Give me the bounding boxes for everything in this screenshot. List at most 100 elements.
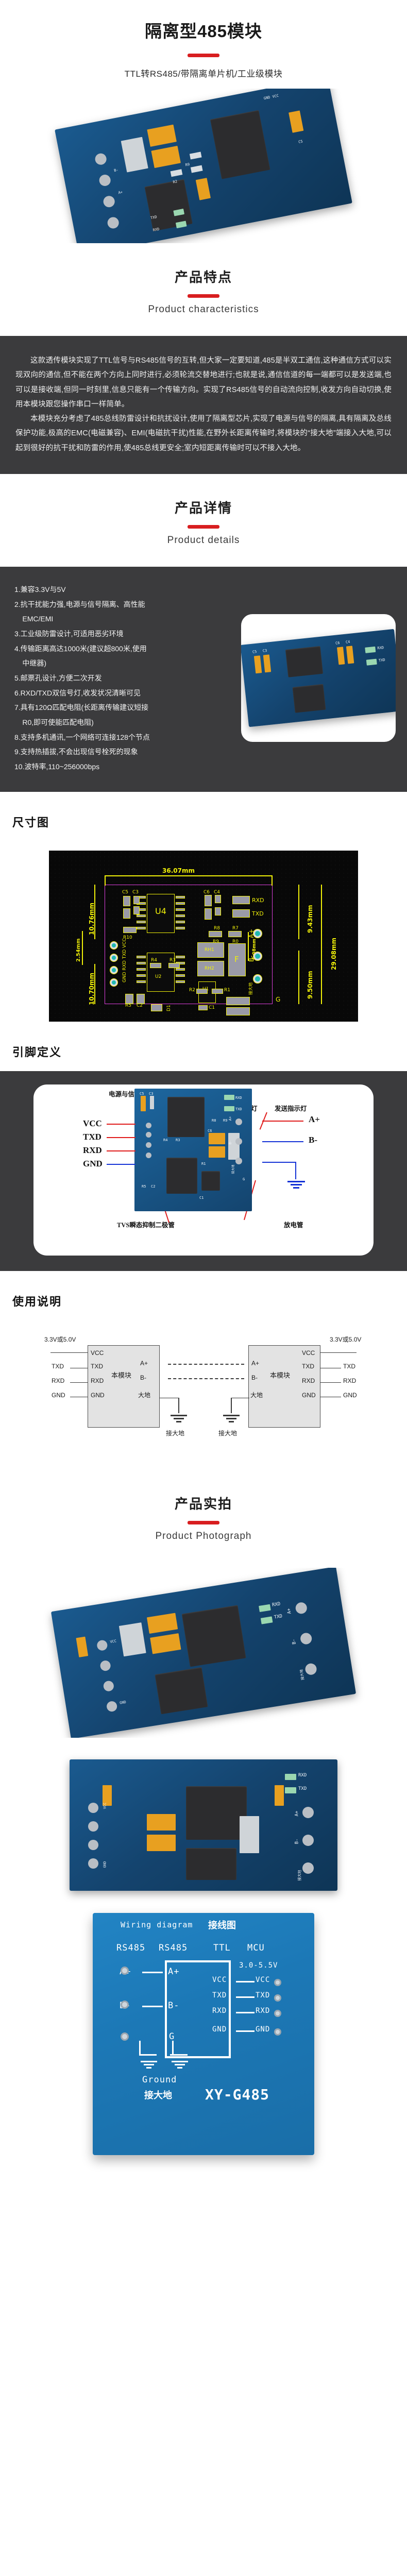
usage-left-outer-rxd: RXD <box>52 1377 65 1384</box>
details-heading-en: Product details <box>167 534 240 546</box>
dim-a-plus-label: A+ <box>248 928 255 938</box>
usage-right-txd: TXD <box>302 1362 314 1370</box>
footprint-u2 <box>147 952 175 992</box>
dimension-left-top-label: 10.76mm <box>88 902 95 935</box>
spec-board-photo: C5 C3 C6 C4 RXD TXD <box>241 614 396 742</box>
backside-g-pin: G <box>169 2031 175 2042</box>
usage-right-earth: 大地 <box>250 1391 263 1399</box>
photo2-silk-txd: TXD <box>298 1786 307 1791</box>
spec-item: 10.波特率,110~256000bps <box>14 759 226 774</box>
silk-c5: C5 <box>140 1091 144 1096</box>
backside-col-rs485-right: RS485 <box>159 1942 188 1953</box>
silk-r8: R8 <box>212 1118 216 1123</box>
usage-wire <box>70 1367 88 1369</box>
pin-label-gnd: GND <box>83 1158 103 1168</box>
silk-c3: C3 <box>149 1091 154 1096</box>
backside-mcu-txd: TXD <box>256 1991 270 1999</box>
dim-c3-label: C3 <box>132 889 139 895</box>
dim-left-pin-labels: GND RXD TXD VCC <box>122 938 127 982</box>
heading-divider <box>188 294 219 298</box>
earth-symbol-left <box>170 1413 188 1424</box>
characteristics-heading: 产品特点 Product characteristics <box>0 243 407 315</box>
dim-g-label: G <box>276 995 281 1003</box>
pad-hole <box>112 980 116 985</box>
dim-line-height <box>321 884 322 1004</box>
mount-hole <box>274 2009 281 2017</box>
backside-arrow <box>236 2011 255 2013</box>
characteristics-paragraph-2: 本模块充分考虑了485总线防雷设计和抗扰设计,使用了隔离型芯片,实现了电源与信号… <box>15 415 392 452</box>
ground-trace <box>139 2054 157 2056</box>
backside-arrow <box>142 2005 163 2007</box>
board-outline <box>105 884 273 1004</box>
photograph-heading: 产品实拍 Product Photograph <box>0 1470 407 1542</box>
photo-silk-earth: 接大地 <box>299 1669 306 1681</box>
backside-ttl-vcc: VCC <box>212 1975 227 1984</box>
backside-ground-cn: 接大地 <box>144 2090 172 2101</box>
details-heading-cn: 产品详情 <box>174 500 232 516</box>
silk-a-plus: A+ <box>228 1116 233 1121</box>
spec-item-text: 2.抗干扰能力强,电源与信号隔离、高性能 <box>14 600 145 608</box>
spec-item: 9.支持热插拔,不会出现信号栓死的现象 <box>14 744 226 759</box>
characteristics-heading-cn: 产品特点 <box>174 269 232 285</box>
backside-model: XY-G485 <box>205 2086 270 2103</box>
usage-diagram: 3.3V或5.0V VCC TXD TXD RXD RXD GND GND 本模… <box>10 1320 397 1449</box>
spec-item: 1.兼容3.3V与5V <box>14 582 226 597</box>
photo-silk-vcc: VCC <box>109 1639 117 1644</box>
spec-item-continuation: 中继器) <box>22 659 47 668</box>
spec-item: 3.工业级防雷设计,可适用恶劣环境 <box>14 626 226 641</box>
usage-heading: 使用说明 <box>0 1271 407 1309</box>
photo-silk-b-minus: B- <box>291 1638 297 1645</box>
dim-c1-label: C1 <box>209 1005 215 1010</box>
dim-u4-label: U4 <box>155 906 166 916</box>
backside-mcu-gnd: GND <box>256 2025 270 2033</box>
product-detail-page: 隔离型485模块 TTL转RS485/带隔离单片机/工业级模块 <box>0 22 407 2155</box>
backside-arrow <box>142 1971 163 1973</box>
dimension-heading: 尺寸图 <box>0 792 407 830</box>
pad-hole <box>255 953 260 959</box>
photo-silk-rxd: RXD <box>272 1601 281 1608</box>
silk-earth: 接大地 <box>231 1164 235 1174</box>
details-heading: 产品详情 Product details <box>0 474 407 546</box>
backside-title-en: Wiring diagram <box>121 1920 193 1929</box>
photo2-silk-a-plus: A+ <box>294 1810 300 1817</box>
backside-ttl-gnd: GND <box>212 2025 227 2033</box>
product-photo-1: RXD TXD A+ B- 接大地 VCC GND <box>0 1563 407 1743</box>
title-divider <box>188 54 219 57</box>
silk-b-minus: B- <box>228 1140 233 1145</box>
silk-txd: TXD <box>235 1107 242 1111</box>
ground-wire <box>295 1161 296 1179</box>
backside-arrow <box>236 1980 255 1982</box>
dim-rh1-label: RH1 <box>205 947 214 953</box>
usage-right-a-plus: A+ <box>251 1359 260 1367</box>
backside-bus-right-b: B- <box>168 2000 180 2011</box>
dim-line-width <box>105 875 273 876</box>
usage-right-outer-gnd: GND <box>343 1391 357 1399</box>
spec-item: 5.邮票孔设计,方便二次开发 <box>14 671 226 686</box>
dimension-diagram: 36.07mm 29.08mm 9.43mm 9.50mm 10.76mm 10… <box>49 850 358 1022</box>
heading-divider <box>188 1520 219 1524</box>
dim-r8-label: R8 <box>214 925 220 931</box>
dimension-left-bottom-label: 10.70mm <box>88 972 95 1005</box>
photo-silk-a-plus: A+ <box>286 1607 293 1614</box>
usage-left-outer-txd: TXD <box>52 1362 64 1370</box>
usage-wire <box>231 1397 232 1413</box>
silk-c1: C1 <box>199 1195 204 1200</box>
pad-hole <box>255 930 260 936</box>
spec-item: 8.支持多机通讯,一个网络可连接128个节点 <box>14 730 226 745</box>
dimension-heading-label: 尺寸图 <box>12 816 50 829</box>
usage-bus-b <box>168 1378 244 1379</box>
backside-mcu-rxd: RXD <box>256 2006 270 2015</box>
dim-rxd-label: RXD <box>252 896 264 904</box>
ground-wire <box>262 1161 296 1163</box>
page-subtitle: TTL转RS485/带隔离单片机/工业级模块 <box>124 69 283 79</box>
backside-col-mcu: MCU <box>247 1942 265 1953</box>
spec-item: 6.RXD/TXD双信号灯,收发状况清晰可见 <box>14 686 226 701</box>
usage-wire <box>320 1367 341 1369</box>
silk-r4: R4 <box>163 1138 168 1142</box>
backside-arrow <box>236 1996 255 1998</box>
dim-r1-label: R1 <box>224 987 230 993</box>
backside-ttl-txd: TXD <box>212 1991 227 1999</box>
usage-heading-label: 使用说明 <box>12 1295 62 1308</box>
